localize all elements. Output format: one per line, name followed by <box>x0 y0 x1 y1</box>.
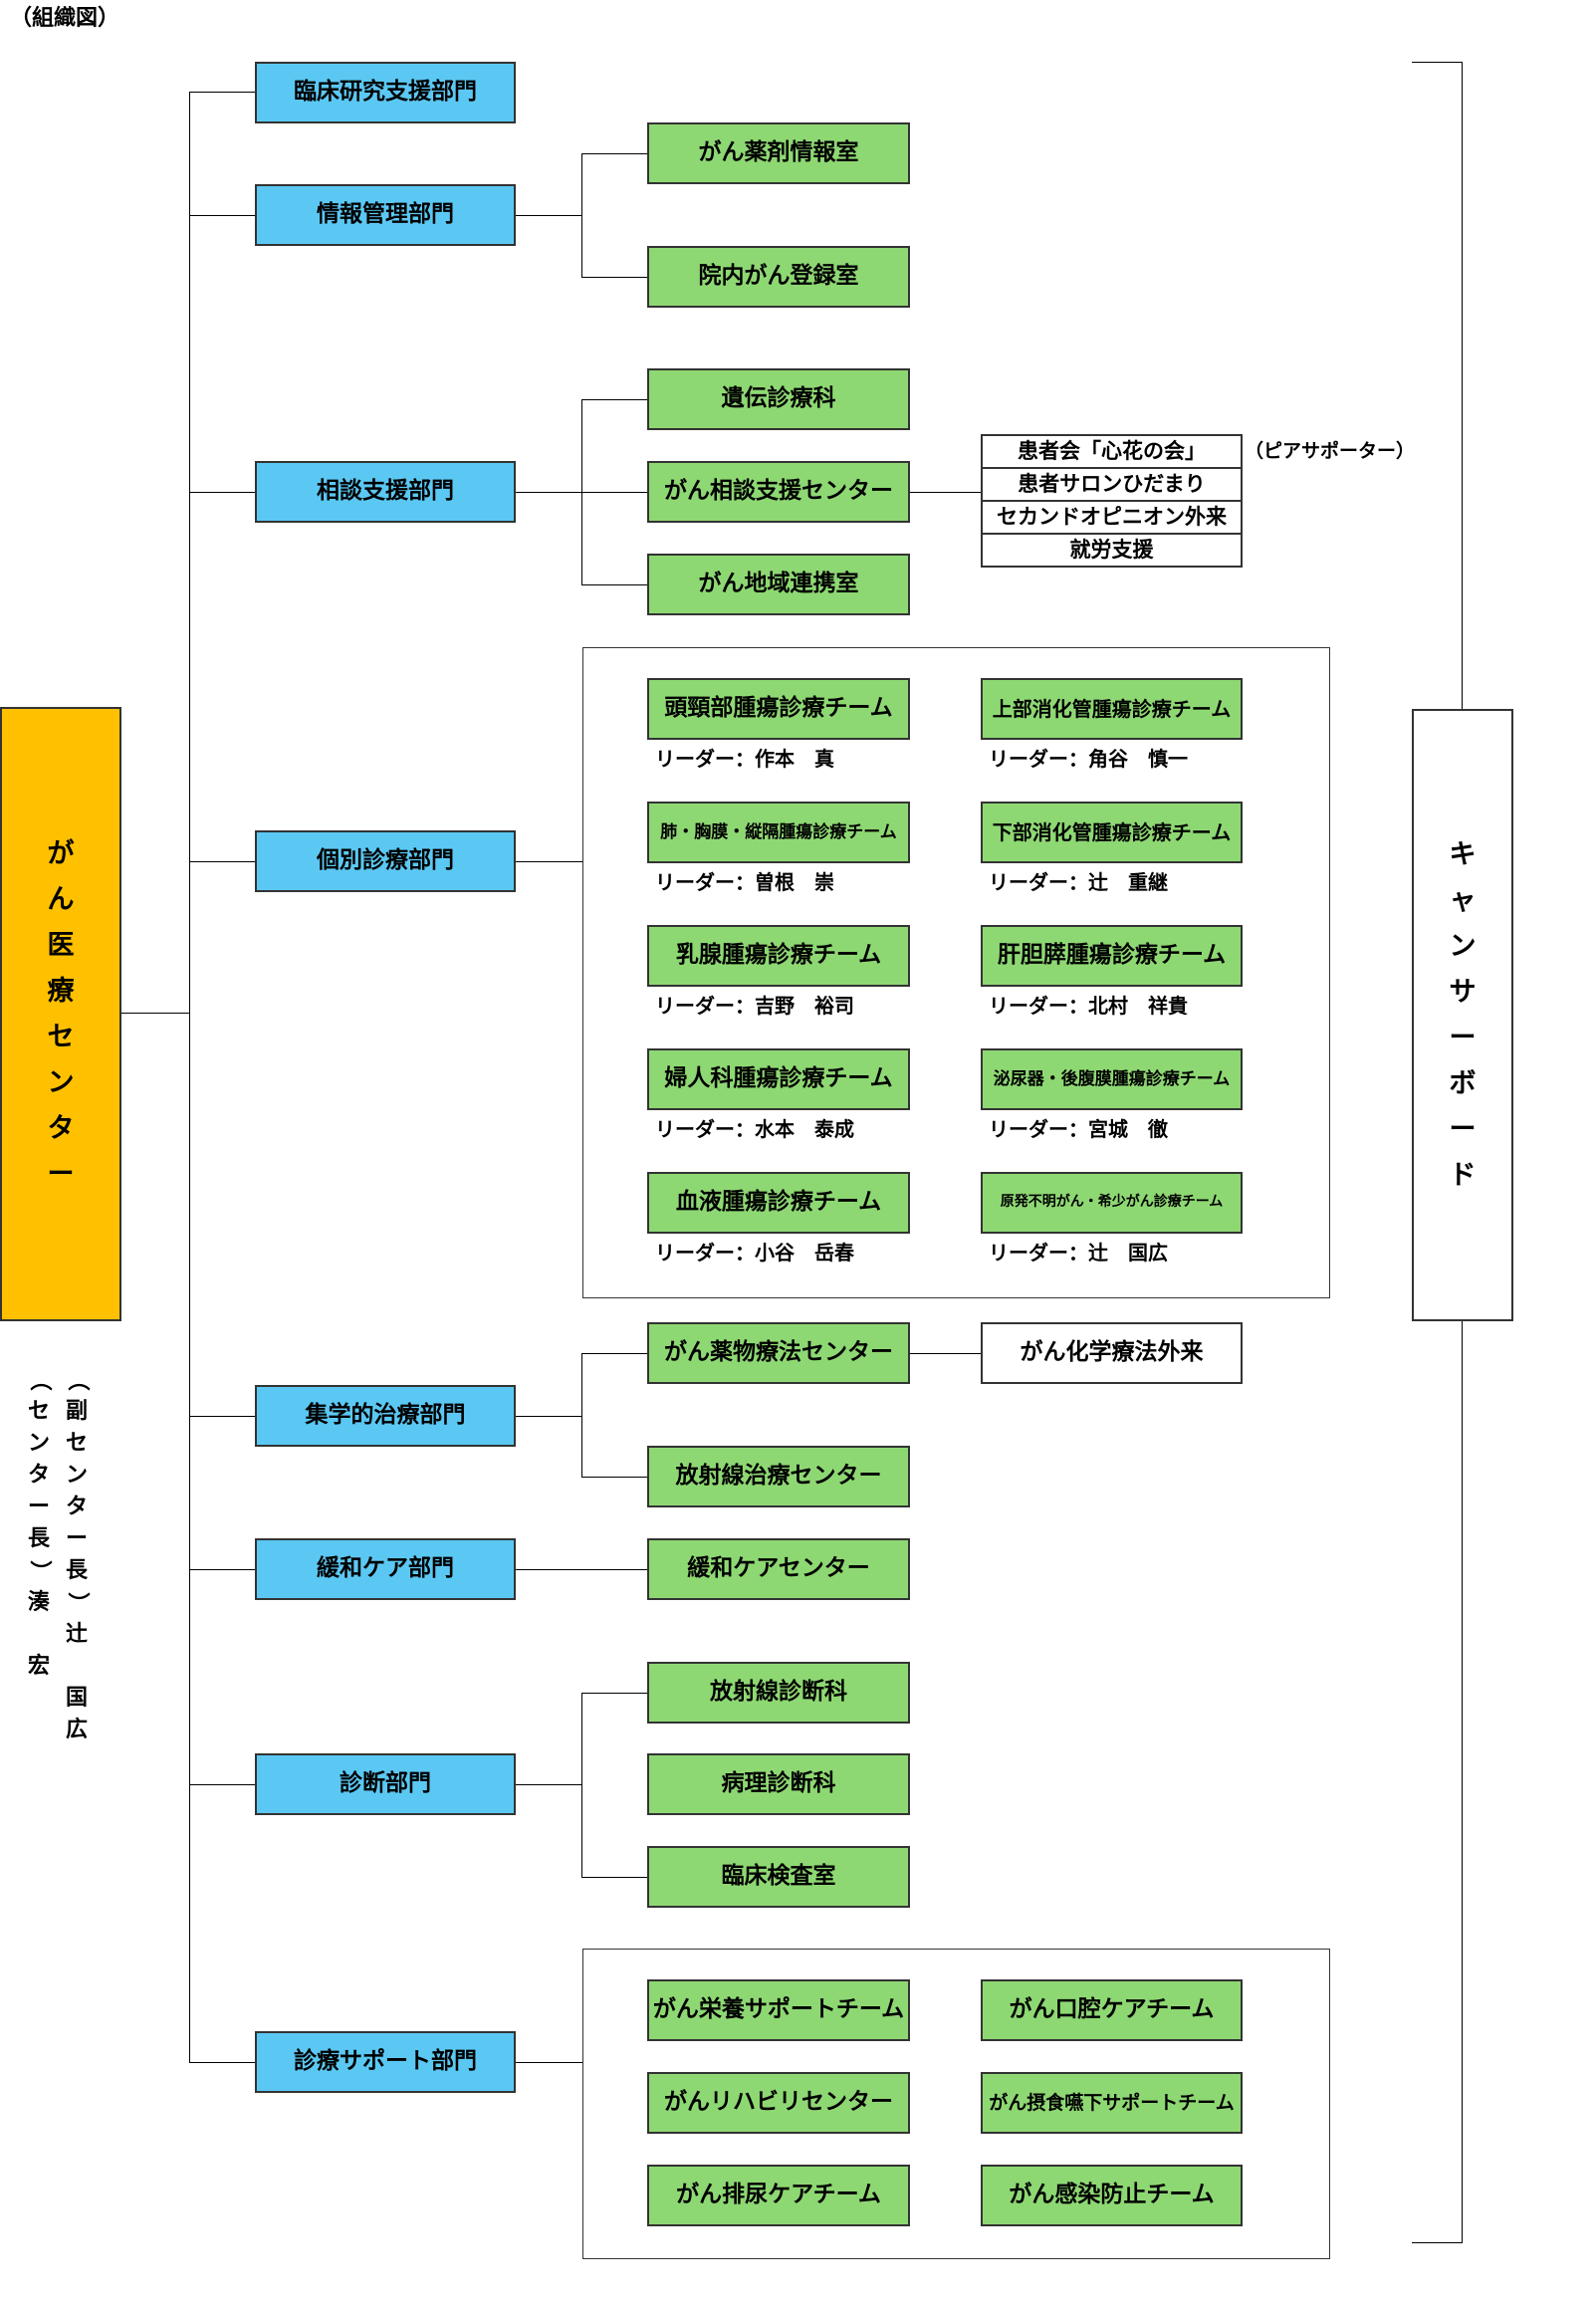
consult-service-item[interactable]: 就労支援 <box>1069 538 1154 562</box>
team-rare-cancer[interactable]: 原発不明がん・希少がん診療チーム <box>981 1172 1243 1234</box>
team-leader: リーダー：小谷 岳春 <box>655 1241 854 1265</box>
consult-service-item[interactable]: 患者会「心花の会」 <box>983 436 1241 469</box>
unit-cancer-registry[interactable]: 院内がん登録室 <box>647 246 910 308</box>
team-leader: リーダー：吉野 裕司 <box>655 994 854 1018</box>
team-nutrition[interactable]: がん栄養サポートチーム <box>647 1979 910 2041</box>
team-lower-gi[interactable]: 下部消化管腫瘍診療チーム <box>981 802 1243 863</box>
dept-individual-care[interactable]: 個別診療部門 <box>255 830 516 892</box>
consult-services-list: 患者会「心花の会」 患者サロンひだまり セカンドオピニオン外来 就労支援 <box>981 434 1243 568</box>
dept-palliative-care[interactable]: 緩和ケア部門 <box>255 1538 516 1600</box>
team-hematology[interactable]: 血液腫瘍診療チーム <box>647 1172 910 1234</box>
team-breast[interactable]: 乳腺腫瘍診療チーム <box>647 925 910 987</box>
team-urology[interactable]: 泌尿器・後腹膜腫瘍診療チーム <box>981 1048 1243 1110</box>
team-lung[interactable]: 肺・胸膜・縦隔腫瘍診療チーム <box>647 802 910 863</box>
dept-consultation-support[interactable]: 相談支援部門 <box>255 461 516 523</box>
individual-teams-frame <box>582 647 1330 1298</box>
dept-care-support[interactable]: 診療サポート部門 <box>255 2031 516 2093</box>
team-swallowing[interactable]: がん摂食嚥下サポートチーム <box>981 2072 1243 2134</box>
unit-radiotherapy-center[interactable]: 放射線治療センター <box>647 1446 910 1507</box>
team-upper-gi[interactable]: 上部消化管腫瘍診療チーム <box>981 678 1243 740</box>
team-leader: リーダー：辻 重継 <box>989 870 1168 894</box>
cancer-center-box: がん医療センター <box>0 707 121 1321</box>
team-oral-care[interactable]: がん口腔ケアチーム <box>981 1979 1243 2041</box>
unit-consult-center[interactable]: がん相談支援センター <box>647 461 910 523</box>
team-leader: リーダー：角谷 慎一 <box>989 747 1188 771</box>
team-gynecology[interactable]: 婦人科腫瘍診療チーム <box>647 1048 910 1110</box>
team-leader: リーダー：辻 国広 <box>989 1241 1168 1265</box>
cancer-board-box[interactable]: キャンサーボード <box>1412 709 1513 1321</box>
dept-multidisciplinary[interactable]: 集学的治療部門 <box>255 1385 516 1447</box>
team-hbp[interactable]: 肝胆膵腫瘍診療チーム <box>981 925 1243 987</box>
dept-clinical-research[interactable]: 臨床研究支援部門 <box>255 62 516 123</box>
unit-chemo-center[interactable]: がん薬物療法センター <box>647 1322 910 1384</box>
dept-info-management[interactable]: 情報管理部門 <box>255 184 516 246</box>
team-leader: リーダー：作本 真 <box>655 747 834 771</box>
unit-drug-info[interactable]: がん薬剤情報室 <box>647 122 910 184</box>
consult-service-item[interactable]: 患者サロンひだまり <box>983 469 1241 502</box>
unit-diagnostic-radiology[interactable]: 放射線診断科 <box>647 1662 910 1724</box>
peer-supporter-note: （ピアサポーター） <box>1245 440 1416 462</box>
dept-diagnosis[interactable]: 診断部門 <box>255 1753 516 1815</box>
team-leader: リーダー：宮城 徹 <box>989 1117 1168 1141</box>
team-leader: リーダー：北村 祥貴 <box>989 994 1188 1018</box>
cancer-board-name: キャンサーボード <box>1449 838 1477 1191</box>
support-teams-frame <box>582 1949 1330 2259</box>
team-leader: リーダー：水本 泰成 <box>655 1117 854 1141</box>
team-leader: リーダー：曽根 崇 <box>655 870 834 894</box>
unit-pathology[interactable]: 病理診断科 <box>647 1753 910 1815</box>
cancer-center-name: がん医療センター <box>47 837 75 1190</box>
team-rehabilitation[interactable]: がんリハビリセンター <box>647 2072 910 2134</box>
center-director: （センター長）湊 宏 <box>27 1368 53 1679</box>
unit-regional-liaison[interactable]: がん地域連携室 <box>647 554 910 615</box>
unit-genetics[interactable]: 遺伝診療科 <box>647 368 910 430</box>
unit-palliative-center[interactable]: 緩和ケアセンター <box>647 1538 910 1600</box>
consult-service-item[interactable]: セカンドオピニオン外来 <box>983 502 1241 535</box>
team-urination-care[interactable]: がん排尿ケアチーム <box>647 2165 910 2226</box>
page-title: （組織図） <box>10 6 120 31</box>
unit-chemo-clinic[interactable]: がん化学療法外来 <box>981 1322 1243 1384</box>
team-head-neck[interactable]: 頭頸部腫瘍診療チーム <box>647 678 910 740</box>
vice-director: （副センター長）辻 国広 <box>65 1368 91 1742</box>
team-infection-control[interactable]: がん感染防止チーム <box>981 2165 1243 2226</box>
unit-clinical-lab[interactable]: 臨床検査室 <box>647 1846 910 1908</box>
